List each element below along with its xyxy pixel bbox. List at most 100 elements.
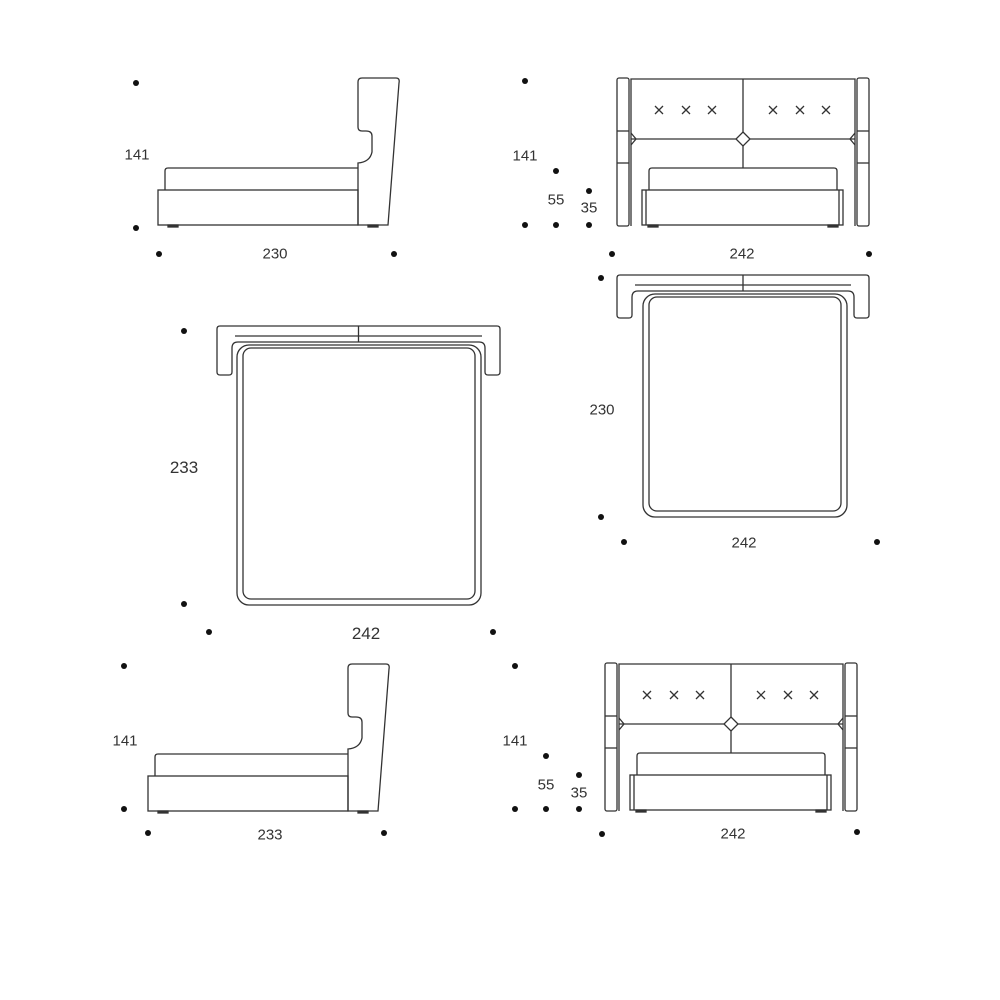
side-button: [849, 132, 856, 146]
side-button: [618, 717, 625, 731]
foot: [815, 809, 827, 813]
side-view-2: [147, 663, 390, 814]
mattress: [636, 752, 826, 775]
dimension-dot: [576, 806, 582, 812]
front-view-2-base-height-label: 35: [570, 784, 588, 802]
top-view-2: [616, 274, 870, 518]
right-post: [844, 662, 858, 812]
left-post: [604, 662, 618, 812]
front-view-1-frame-height-label: 55: [547, 191, 565, 209]
bed-base: [629, 774, 832, 811]
tuft-button: [707, 105, 717, 115]
dimension-dot: [609, 251, 615, 257]
dimension-dot: [121, 806, 127, 812]
front-view-2-height-label: 141: [502, 732, 528, 750]
tuft-button: [642, 690, 652, 700]
dimension-dot: [586, 188, 592, 194]
mattress: [648, 167, 838, 190]
bed-frame: [236, 344, 482, 606]
top-view-1: [216, 325, 501, 606]
dimension-dot: [156, 251, 162, 257]
tuft-button: [768, 105, 778, 115]
dimension-dot: [391, 251, 397, 257]
tuft-button: [695, 690, 705, 700]
dimension-dot: [576, 772, 582, 778]
dimension-dot: [181, 328, 187, 334]
dimension-dot: [512, 806, 518, 812]
dimension-dot: [543, 806, 549, 812]
side-view-2-height-label: 141: [112, 732, 138, 750]
diamond-button: [735, 131, 751, 147]
foot: [647, 224, 659, 228]
headboard: [347, 663, 390, 812]
dimension-dot: [543, 753, 549, 759]
mattress: [648, 296, 842, 512]
mattress: [154, 753, 348, 776]
bed-base: [157, 189, 359, 226]
dimension-dot: [490, 629, 496, 635]
dimension-dot: [121, 663, 127, 669]
dimension-dot: [553, 168, 559, 174]
foot: [157, 810, 169, 814]
right-post: [856, 77, 870, 227]
bed-frame: [642, 293, 848, 518]
dimension-dot: [145, 830, 151, 836]
foot: [635, 809, 647, 813]
dimension-dot: [621, 539, 627, 545]
top-view-1-width-label: 242: [351, 624, 381, 643]
dimension-dot: [522, 78, 528, 84]
tuft-button: [654, 105, 664, 115]
headboard-top: [216, 325, 501, 376]
foot: [167, 224, 179, 228]
tuft-button: [756, 690, 766, 700]
side-view-1-height-label: 141: [124, 146, 150, 164]
front-view-2-frame-height-label: 55: [537, 776, 555, 794]
bed-base: [147, 775, 349, 812]
front-view-1-width-label: 242: [729, 245, 755, 263]
tuft-button: [821, 105, 831, 115]
front-view-2-width-label: 242: [720, 825, 746, 843]
front-view-2: [604, 662, 858, 813]
dimension-dot: [181, 601, 187, 607]
foot: [827, 224, 839, 228]
tuft-button: [681, 105, 691, 115]
front-view-1: [616, 77, 870, 228]
dimension-dot: [874, 539, 880, 545]
dimension-dot: [206, 629, 212, 635]
front-view-1-base-height-label: 35: [580, 199, 598, 217]
headboard: [357, 77, 400, 226]
tuft-button: [669, 690, 679, 700]
tuft-button: [795, 105, 805, 115]
foot: [367, 224, 379, 228]
dimension-dot: [553, 222, 559, 228]
top-view-1-length-label: 233: [169, 458, 199, 477]
dimension-dot: [854, 829, 860, 835]
side-button: [837, 717, 844, 731]
dimension-dot: [598, 275, 604, 281]
front-view-1-height-label: 141: [512, 147, 538, 165]
side-view-2-length-label: 233: [257, 826, 283, 844]
headboard-top: [616, 274, 870, 319]
side-button: [630, 132, 637, 146]
top-view-2-length-label: 230: [589, 401, 615, 419]
left-post: [616, 77, 630, 227]
bed-base: [641, 189, 844, 226]
mattress: [242, 347, 476, 600]
foot: [357, 810, 369, 814]
dimension-dot: [381, 830, 387, 836]
tuft-button: [809, 690, 819, 700]
dimension-dot: [586, 222, 592, 228]
dimension-dot: [598, 514, 604, 520]
tuft-button: [783, 690, 793, 700]
dimension-dot: [133, 80, 139, 86]
side-view-1: [157, 77, 400, 228]
dimension-dot: [512, 663, 518, 669]
mattress: [164, 167, 358, 190]
diamond-button: [723, 716, 739, 732]
dimension-dot: [522, 222, 528, 228]
dimension-dot: [599, 831, 605, 837]
dimension-dot: [133, 225, 139, 231]
side-view-1-length-label: 230: [262, 245, 288, 263]
top-view-2-width-label: 242: [731, 534, 757, 552]
